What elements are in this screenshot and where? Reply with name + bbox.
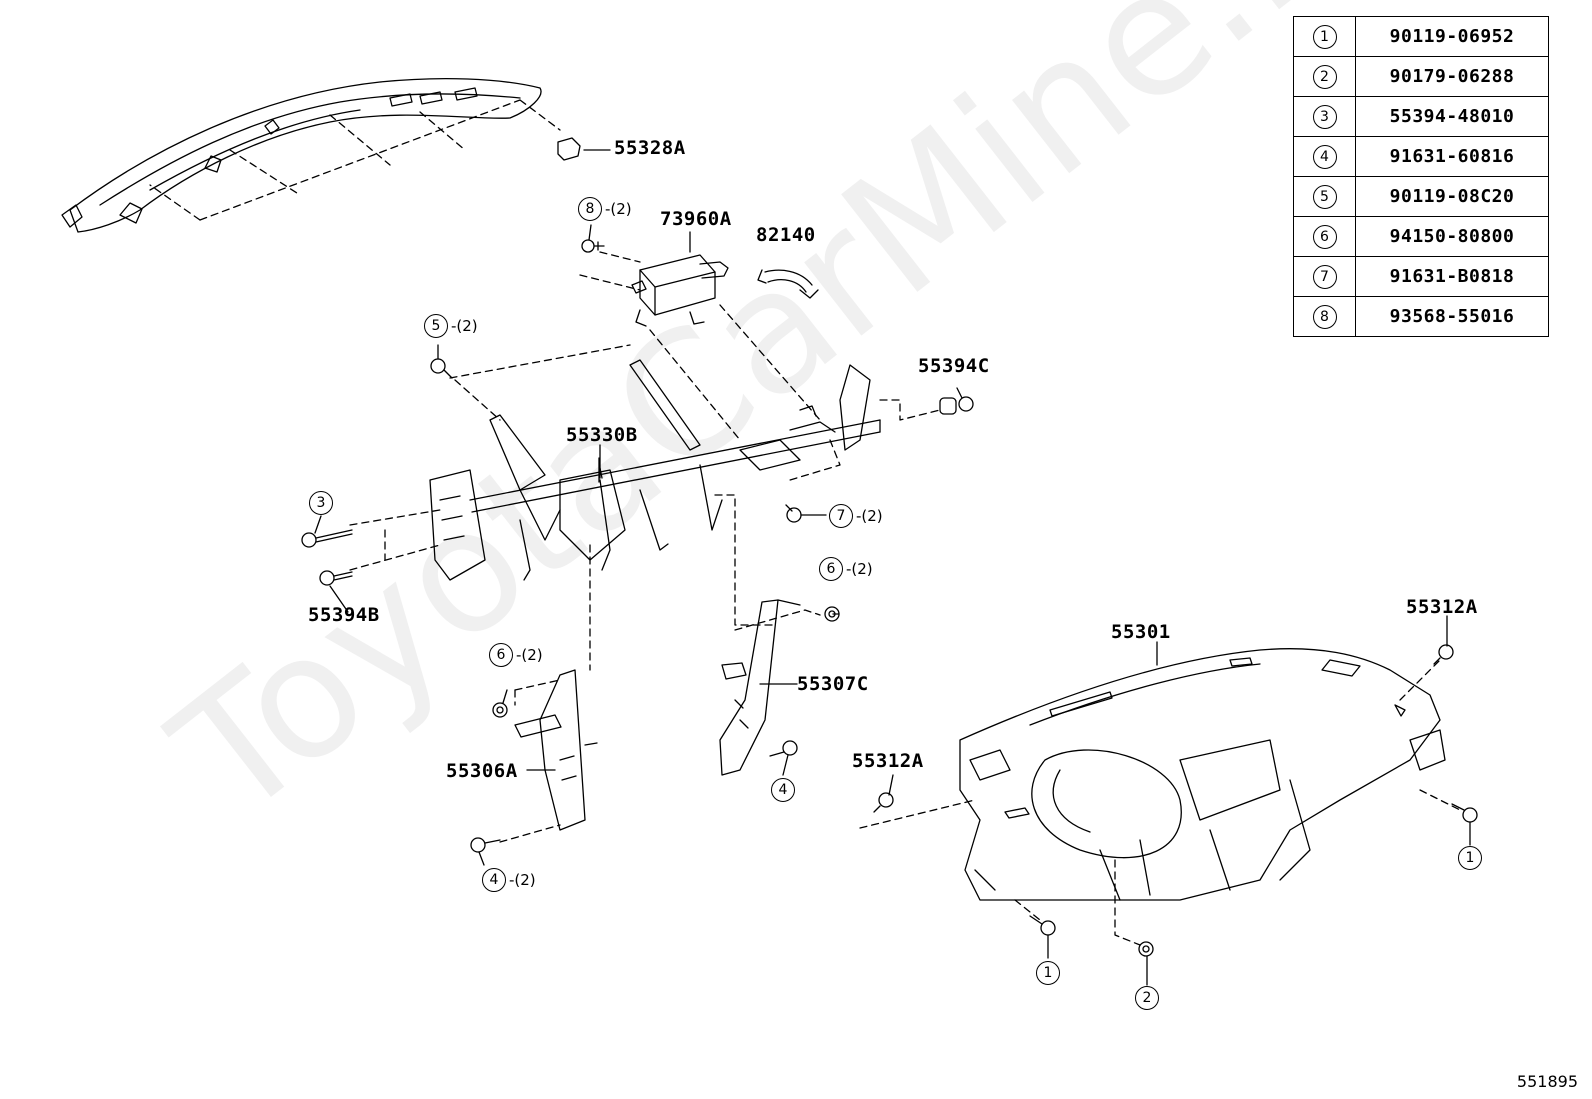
legend-key-number: 2 (1312, 64, 1337, 89)
label-55301: 55301 (1111, 621, 1171, 643)
legend-part-number: 91631-60816 (1355, 136, 1549, 177)
label-55312a-left: 55312A (852, 750, 924, 772)
callout-number: 7 (829, 504, 853, 528)
legend-key-cell: 5 (1293, 176, 1356, 217)
callout-number: 8 (578, 197, 602, 221)
legend-part-number: 93568-55016 (1355, 296, 1549, 337)
clip-55312a-left-drawing (873, 792, 894, 813)
screw-1b-drawing (1029, 915, 1056, 936)
callout-7: 7 -(2) (829, 503, 883, 529)
legend-row: 6 94150-80800 (1293, 216, 1549, 257)
callout-1-bottom: 1 (1036, 960, 1060, 986)
callout-quantity: -(2) (451, 317, 478, 335)
callout-quantity: -(2) (605, 200, 632, 218)
legend-part-number: 55394-48010 (1355, 96, 1549, 137)
nut-2-drawing (1138, 941, 1154, 957)
legend-part-number: 94150-80800 (1355, 216, 1549, 257)
label-55312a-right: 55312A (1406, 596, 1478, 618)
wire-harness-drawing (757, 269, 819, 299)
reinforcement-beam-drawing (429, 359, 881, 581)
callout-number: 1 (1036, 961, 1060, 985)
part-number-legend: 1 90119-06952 2 90179-06288 3 55394-48010 4 916… (1293, 16, 1549, 337)
screw-5-drawing (430, 358, 453, 379)
legend-part-number: 91631-B0818 (1355, 256, 1549, 297)
legend-part-number: 90119-06952 (1355, 16, 1549, 57)
label-55328a: 55328A (614, 137, 686, 159)
callout-quantity: -(2) (856, 507, 883, 525)
legend-key-cell: 7 (1293, 256, 1356, 297)
legend-part-number: 90119-08C20 (1355, 176, 1549, 217)
upper-dash-panel-drawing (61, 77, 542, 233)
label-55394b: 55394B (308, 604, 380, 626)
callout-6-lower: 6 -(2) (489, 642, 543, 668)
callout-quantity: -(2) (846, 560, 873, 578)
callout-4-left: 4 -(2) (482, 867, 536, 893)
callout-number: 2 (1135, 986, 1159, 1010)
legend-key-number: 7 (1312, 264, 1337, 289)
bolt-55394b-drawing (319, 570, 353, 586)
legend-row: 1 90119-06952 (1293, 16, 1549, 57)
legend-row: 8 93568-55016 (1293, 296, 1549, 337)
legend-row: 2 90179-06288 (1293, 56, 1549, 97)
callout-quantity: -(2) (509, 871, 536, 889)
callout-4-right: 4 (771, 777, 795, 803)
legend-key-cell: 1 (1293, 16, 1356, 57)
label-55330b: 55330B (566, 424, 638, 446)
callout-number: 5 (424, 314, 448, 338)
legend-key-number: 8 (1312, 304, 1337, 329)
legend-row: 4 91631-60816 (1293, 136, 1549, 177)
callout-3: 3 (309, 490, 333, 516)
legend-row: 7 91631-B0818 (1293, 256, 1549, 297)
bolt-4b-drawing (470, 837, 501, 853)
legend-row: 5 90119-08C20 (1293, 176, 1549, 217)
screw-8-drawing (581, 239, 605, 253)
label-73960a: 73960A (660, 208, 732, 230)
clip-55328a-drawing (557, 137, 611, 161)
nut-55394c-drawing (939, 396, 974, 415)
bolt-4a-drawing (769, 740, 798, 757)
callout-6-upper: 6 -(2) (819, 556, 873, 582)
leader-lines (314, 224, 1471, 986)
legend-part-number: 90179-06288 (1355, 56, 1549, 97)
callout-8: 8 -(2) (578, 196, 632, 222)
callout-number: 6 (489, 643, 513, 667)
clip-55312a-right-drawing (1433, 644, 1454, 665)
label-55306a: 55306A (446, 760, 518, 782)
callout-number: 4 (482, 868, 506, 892)
legend-key-cell: 3 (1293, 96, 1356, 137)
legend-key-cell: 8 (1293, 296, 1356, 337)
callout-quantity: -(2) (516, 646, 543, 664)
label-55307c: 55307C (797, 673, 869, 695)
callout-number: 1 (1458, 846, 1482, 870)
legend-key-number: 4 (1312, 144, 1337, 169)
bolt-7-drawing (785, 504, 802, 523)
callout-number: 3 (309, 491, 333, 515)
legend-row: 3 55394-48010 (1293, 96, 1549, 137)
legend-key-number: 1 (1312, 24, 1337, 49)
callout-2: 2 (1135, 985, 1159, 1011)
callout-number: 4 (771, 778, 795, 802)
legend-key-cell: 6 (1293, 216, 1356, 257)
callout-1-right: 1 (1458, 845, 1482, 871)
figure-number: 551895 (1516, 1072, 1578, 1091)
legend-key-number: 5 (1312, 184, 1337, 209)
brace-55306a-drawing (514, 669, 598, 831)
legend-key-cell: 4 (1293, 136, 1356, 177)
bolt-3-drawing (301, 529, 353, 548)
label-55394c: 55394C (918, 355, 990, 377)
legend-key-number: 3 (1312, 104, 1337, 129)
screw-1a-drawing (1451, 803, 1478, 823)
callout-number: 6 (819, 557, 843, 581)
label-82140: 82140 (756, 224, 816, 246)
brace-55307c-drawing (719, 599, 801, 776)
nut-6a-drawing (492, 702, 508, 718)
legend-key-number: 6 (1312, 224, 1337, 249)
airbag-sensor-drawing (631, 231, 729, 327)
legend-key-cell: 2 (1293, 56, 1356, 97)
instrument-panel-drawing (959, 648, 1446, 901)
callout-5: 5 -(2) (424, 313, 478, 339)
